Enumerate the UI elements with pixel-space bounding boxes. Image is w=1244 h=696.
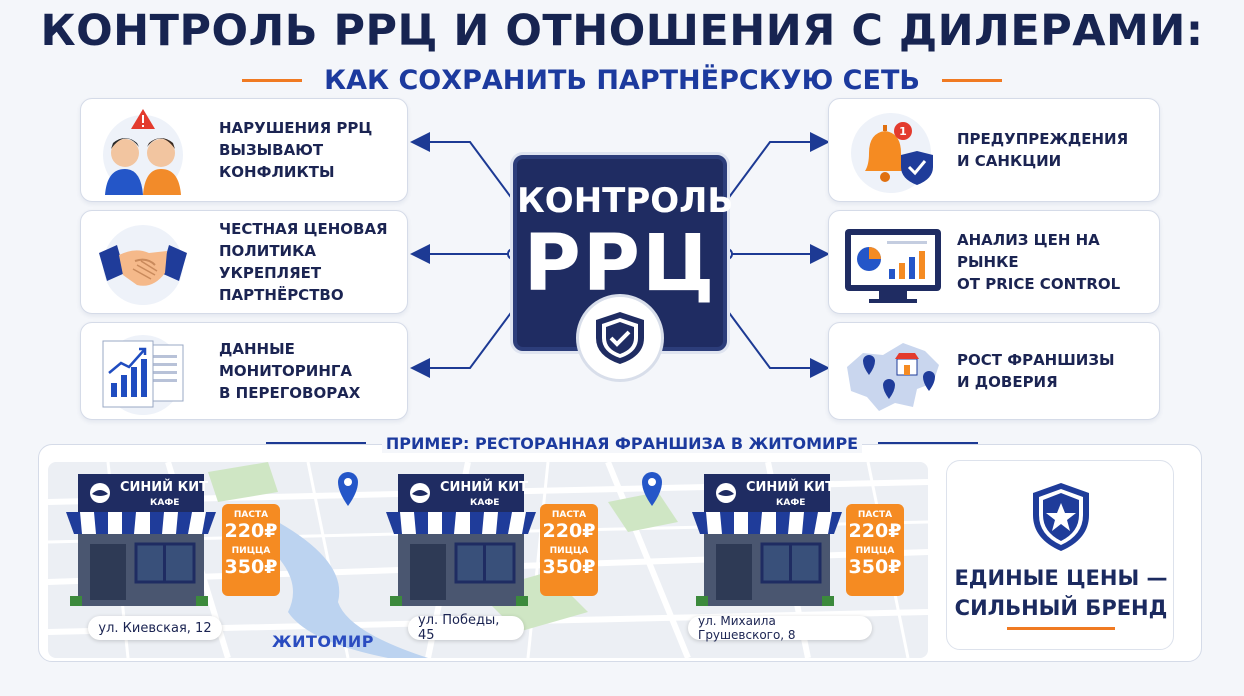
- center-shield-badge: [576, 294, 664, 382]
- shop-2-price1: 220₽: [542, 520, 596, 542]
- shop-3-name: СИНИЙ КИТ: [746, 480, 834, 495]
- cafe-storefront-icon: [66, 474, 216, 606]
- shop-1-price-tag: ПАСТА 220₽ ПИЦЦА 350₽: [222, 504, 280, 596]
- shop-2-price-tag: ПАСТА 220₽ ПИЦЦА 350₽: [540, 504, 598, 596]
- card-conflicts: НАРУШЕНИЯ РРЦ ВЫЗЫВАЮТ КОНФЛИКТЫ: [80, 98, 408, 202]
- subtitle-line-right: [941, 78, 1002, 82]
- shop-1-price2: 350₽: [224, 556, 278, 578]
- arrow-right-bottom: [726, 309, 830, 378]
- arrow-left-bottom: [410, 309, 514, 378]
- shop-3-address: ул. Михаила Грушевского, 8: [688, 614, 872, 642]
- card-honest-pricing-label: ЧЕСТНАЯ ЦЕНОВАЯ ПОЛИТИКА УКРЕПЛЯЕТ ПАРТН…: [219, 220, 388, 304]
- subtitle-row: КАК СОХРАНИТЬ ПАРТНЁРСКУЮ СЕТЬ: [0, 62, 1244, 98]
- example-title-row: ПРИМЕР: РЕСТОРАННАЯ ФРАНШИЗА В ЖИТОМИРЕ: [0, 432, 1244, 454]
- shield-star-icon: [1033, 483, 1089, 551]
- shop-2: СИНИЙ КИТ КАФЕ: [386, 474, 536, 614]
- arrow-right-top: [726, 132, 830, 201]
- center-line1: КОНТРОЛЬ: [517, 181, 734, 221]
- card-monitoring-data-label: ДАННЫЕ МОНИТОРИНГА В ПЕРЕГОВОРАХ: [219, 340, 361, 402]
- card-honest-pricing: ЧЕСТНАЯ ЦЕНОВАЯ ПОЛИТИКА УКРЕПЛЯЕТ ПАРТН…: [80, 210, 408, 314]
- shop-3-price2: 350₽: [848, 556, 902, 578]
- card-price-analysis-label: АНАЛИЗ ЦЕН НА РЫНКЕ ОТ PRICE CONTROL: [957, 231, 1121, 293]
- bell-badge: 1: [899, 125, 907, 138]
- card-franchise-growth-label: РОСТ ФРАНШИЗЫ И ДОВЕРИЯ: [957, 351, 1115, 391]
- shop-1-item1: ПАСТА: [233, 510, 269, 520]
- shop-2-item1: ПАСТА: [551, 510, 587, 520]
- shop-1-type: КАФЕ: [150, 498, 180, 508]
- map-pin-1: [338, 472, 358, 506]
- shop-1: СИНИЙ КИТ КАФЕ: [66, 474, 216, 614]
- map-pin-2: [642, 472, 662, 506]
- shop-2-item2: ПИЦЦА: [549, 546, 589, 556]
- bell-icon: 1: [843, 107, 939, 195]
- example-line-right: [878, 442, 979, 444]
- handshake-icon: [95, 219, 191, 307]
- shop-1-address: ул. Киевская, 12: [88, 616, 222, 640]
- shop-2-type: КАФЕ: [470, 498, 500, 508]
- shop-1-item2: ПИЦЦА: [231, 546, 271, 556]
- map-pins-icon: [843, 331, 939, 419]
- shop-1-name: СИНИЙ КИТ: [120, 480, 208, 495]
- card-franchise-growth: РОСТ ФРАНШИЗЫ И ДОВЕРИЯ: [828, 322, 1160, 420]
- main-title: КОНТРОЛЬ РРЦ И ОТНОШЕНИЯ С ДИЛЕРАМИ:: [40, 6, 1204, 56]
- brand-underline: [1007, 627, 1115, 630]
- card-monitoring-data: ДАННЫЕ МОНИТОРИНГА В ПЕРЕГОВОРАХ: [80, 322, 408, 420]
- example-line-left: [265, 442, 366, 444]
- center-rrc-box: КОНТРОЛЬ РРЦ: [513, 155, 734, 351]
- brand-text: ЕДИНЫЕ ЦЕНЫ — СИЛЬНЫЙ БРЕНД: [954, 566, 1168, 620]
- shop-1-price1: 220₽: [224, 520, 278, 542]
- shield-check-icon: [596, 312, 644, 364]
- shop-3: СИНИЙ КИТ КАФЕ: [692, 474, 842, 614]
- city-label: ЖИТОМИР: [272, 632, 375, 651]
- cafe-storefront-icon: [692, 474, 842, 606]
- card-warnings-label: ПРЕДУПРЕЖДЕНИЯ И САНКЦИИ: [957, 130, 1129, 170]
- shop-2-address: ул. Победы, 45: [408, 613, 524, 643]
- shop-3-price-tag: ПАСТА 220₽ ПИЦЦА 350₽: [846, 504, 904, 596]
- shop-3-item1: ПАСТА: [857, 510, 893, 520]
- shop-3-item2: ПИЦЦА: [855, 546, 895, 556]
- card-conflicts-label: НАРУШЕНИЯ РРЦ ВЫЗЫВАЮТ КОНФЛИКТЫ: [219, 119, 373, 181]
- example-title: ПРИМЕР: РЕСТОРАННАЯ ФРАНШИЗА В ЖИТОМИРЕ: [381, 433, 863, 453]
- shop-2-name: СИНИЙ КИТ: [440, 480, 528, 495]
- card-warnings: 1 ПРЕДУПРЕЖДЕНИЯ И САНКЦИИ: [828, 98, 1160, 202]
- shop-2-price2: 350₽: [542, 556, 596, 578]
- shop-3-price1: 220₽: [848, 520, 902, 542]
- subtitle-line-left: [242, 78, 303, 82]
- card-price-analysis: АНАЛИЗ ЦЕН НА РЫНКЕ ОТ PRICE CONTROL: [828, 210, 1160, 314]
- conflict-icon: [95, 107, 191, 195]
- shop-3-type: КАФЕ: [776, 498, 806, 508]
- cafe-storefront-icon: [386, 474, 536, 606]
- arrow-left-top: [410, 132, 514, 201]
- brand-box: ЕДИНЫЕ ЦЕНЫ — СИЛЬНЫЙ БРЕНД: [946, 460, 1174, 650]
- subtitle: КАК СОХРАНИТЬ ПАРТНЁРСКУЮ СЕТЬ: [324, 64, 920, 96]
- monitor-chart-icon: [843, 219, 941, 307]
- report-icon: [95, 331, 191, 419]
